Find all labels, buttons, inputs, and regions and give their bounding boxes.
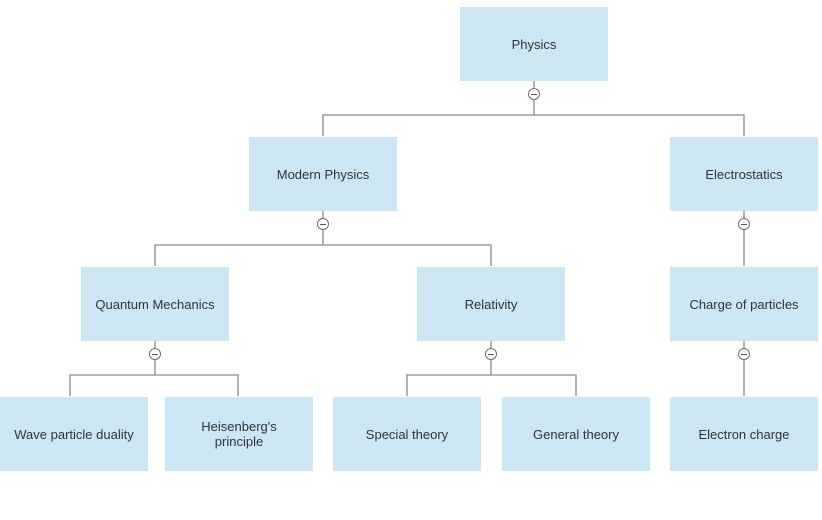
- collapse-relativity-icon[interactable]: [485, 348, 497, 360]
- node-label: Special theory: [365, 426, 449, 442]
- node-label: Relativity: [464, 296, 518, 312]
- node-label: Quantum Mechanics: [95, 296, 215, 312]
- node-general-theory[interactable]: General theory: [502, 397, 650, 471]
- node-label: Physics: [511, 36, 557, 52]
- node-modern-physics[interactable]: Modern Physics: [249, 137, 397, 211]
- node-relativity[interactable]: Relativity: [417, 267, 565, 341]
- collapse-electrostatics-icon[interactable]: [738, 218, 750, 230]
- node-charge-of-particles[interactable]: Charge of particles: [670, 267, 818, 341]
- collapse-quantum-mechanics-icon[interactable]: [149, 348, 161, 360]
- node-physics[interactable]: Physics: [460, 7, 608, 81]
- node-label: General theory: [533, 426, 619, 442]
- node-electron-charge[interactable]: Electron charge: [670, 397, 818, 471]
- collapse-charge-of-particles-icon[interactable]: [738, 348, 750, 360]
- node-label: Wave particle duality: [14, 426, 134, 442]
- node-heisenbergs-principle[interactable]: Heisenberg's principle: [165, 397, 313, 471]
- node-wave-particle-duality[interactable]: Wave particle duality: [0, 397, 148, 471]
- collapse-physics-icon[interactable]: [528, 88, 540, 100]
- node-label: Electrostatics: [705, 166, 783, 182]
- connector-physics-branch: [322, 114, 745, 136]
- node-electrostatics[interactable]: Electrostatics: [670, 137, 818, 211]
- node-label: Electron charge: [698, 426, 790, 442]
- node-label: Modern Physics: [276, 166, 370, 182]
- collapse-modern-physics-icon[interactable]: [317, 218, 329, 230]
- connector-modern-physics-branch: [154, 244, 492, 266]
- node-label-line-2: principle: [214, 434, 264, 449]
- connector-quantum-mechanics-branch: [69, 374, 239, 396]
- node-special-theory[interactable]: Special theory: [333, 397, 481, 471]
- node-label: Charge of particles: [689, 296, 799, 312]
- connector-relativity-branch: [406, 374, 577, 396]
- node-quantum-mechanics[interactable]: Quantum Mechanics: [81, 267, 229, 341]
- node-label-line-1: Heisenberg's: [201, 419, 277, 434]
